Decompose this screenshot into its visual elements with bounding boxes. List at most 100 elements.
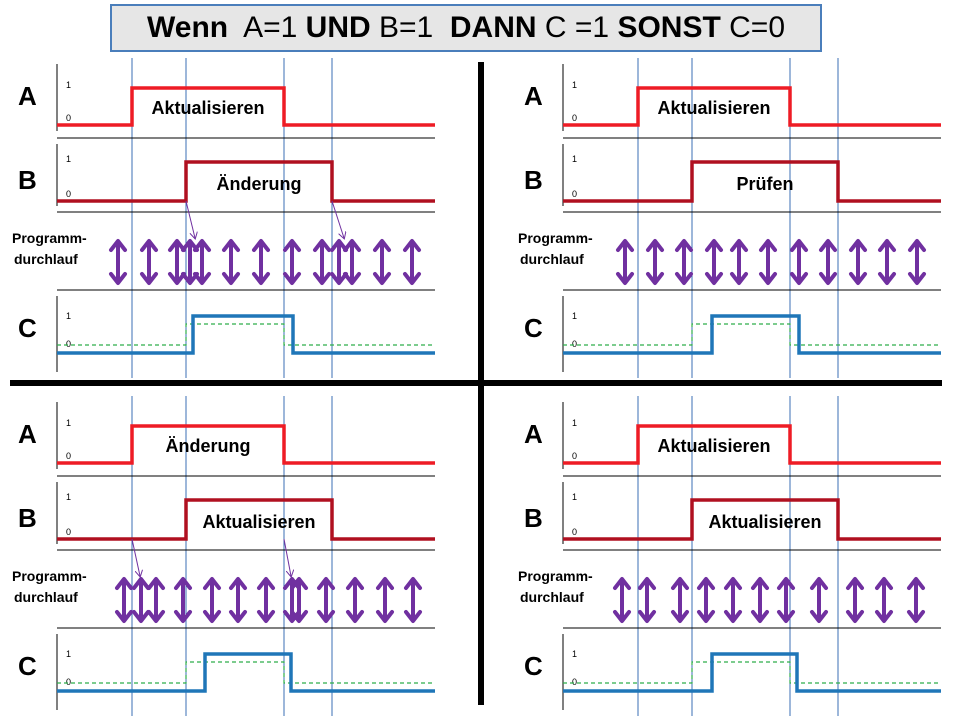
tick-high-label: 1 (66, 649, 71, 659)
signal-a-label: A (18, 419, 37, 449)
program-cycle-arrow (168, 272, 186, 285)
tick-low-label: 0 (572, 113, 577, 123)
program-cycle-arrow (705, 239, 723, 252)
program-cycle-arrow (810, 610, 828, 623)
program-cycle-arrow (790, 239, 808, 252)
signal-b-state-label: Aktualisieren (202, 512, 315, 532)
program-cycle-arrow (283, 610, 301, 623)
program-cycle-arrow (147, 577, 165, 590)
program-cycle-arrow (317, 577, 335, 590)
signal-a-label: A (524, 419, 543, 449)
tick-low-label: 0 (66, 339, 71, 349)
program-cycle-arrow (675, 272, 693, 285)
signal-c-waveform (57, 652, 435, 693)
expected-c-waveform (57, 323, 435, 346)
program-cycle-label: Programm- (518, 568, 593, 584)
signal-c-waveform (57, 314, 435, 355)
program-cycle-arrow (252, 272, 270, 285)
program-cycle-arrow (140, 272, 158, 285)
title-part: C=0 (720, 11, 786, 44)
program-cycle-arrow (404, 610, 422, 623)
program-cycle-arrow (346, 610, 364, 623)
signal-b-label: B (18, 503, 37, 533)
program-cycle-arrow (222, 239, 240, 252)
program-cycle-arrow (777, 577, 795, 590)
program-cycle-arrow (290, 577, 308, 590)
signal-b-waveform (57, 160, 435, 203)
tick-low-label: 0 (572, 451, 577, 461)
program-cycle-arrow (174, 577, 192, 590)
tick-high-label: 1 (572, 492, 577, 502)
tick-high-label: 1 (66, 80, 71, 90)
title-part: A=1 (228, 11, 306, 44)
program-cycle-arrow (257, 577, 275, 590)
program-cycle-arrow (283, 272, 301, 285)
program-cycle-arrow (252, 239, 270, 252)
program-cycle-arrow (132, 577, 150, 590)
program-cycle-arrow (373, 272, 391, 285)
tick-high-label: 1 (66, 154, 71, 164)
trigger-line (331, 200, 344, 238)
trigger-line (185, 200, 195, 238)
tick-low-label: 0 (572, 527, 577, 537)
signal-a-label: A (18, 81, 37, 111)
tick-low-label: 0 (572, 339, 577, 349)
program-cycle-arrow (290, 610, 308, 623)
title-part: Wenn (146, 11, 229, 44)
program-cycle-arrow (810, 577, 828, 590)
tick-low-label: 0 (66, 113, 71, 123)
signal-c-label: C (524, 313, 543, 343)
program-cycle-arrow (638, 610, 656, 623)
program-cycle-label: Programm- (518, 230, 593, 246)
signal-c-waveform (563, 314, 941, 355)
program-cycle-arrow (404, 577, 422, 590)
tick-low-label: 0 (572, 189, 577, 199)
trigger-line (283, 538, 291, 576)
program-cycle-arrow (203, 610, 221, 623)
signal-b-waveform (563, 498, 941, 541)
program-cycle-arrow (908, 239, 926, 252)
title-part: B=1 (370, 11, 450, 44)
program-cycle-arrow (790, 272, 808, 285)
signal-a-waveform (57, 424, 435, 465)
title-part: UND (305, 11, 371, 44)
signal-b-state-label: Prüfen (736, 174, 793, 194)
program-cycle-arrow (675, 239, 693, 252)
program-cycle-arrow (168, 239, 186, 252)
tick-high-label: 1 (572, 418, 577, 428)
program-cycle-arrow (115, 610, 133, 623)
signal-a-waveform (563, 86, 941, 127)
program-cycle-arrow (777, 610, 795, 623)
signal-c-waveform (563, 652, 941, 693)
program-cycle-arrow (109, 239, 127, 252)
tick-high-label: 1 (66, 311, 71, 321)
signal-a-waveform (563, 424, 941, 465)
tick-low-label: 0 (66, 451, 71, 461)
program-cycle-arrow (759, 239, 777, 252)
title-part: SONST (617, 11, 721, 44)
program-cycle-label: Programm- (12, 230, 87, 246)
program-cycle-label: durchlauf (14, 251, 78, 267)
program-cycle-arrow (819, 239, 837, 252)
program-cycle-arrow (203, 577, 221, 590)
program-cycle-label: durchlauf (520, 589, 584, 605)
program-cycle-arrow (646, 272, 664, 285)
title-banner: Wenn A=1 UND B=1 DANN C =1 SONST C=0 (110, 4, 822, 52)
signal-c-label: C (18, 651, 37, 681)
program-cycle-arrow (849, 239, 867, 252)
program-cycle-arrow (730, 272, 748, 285)
tick-low-label: 0 (66, 527, 71, 537)
program-cycle-arrow (317, 610, 335, 623)
program-cycle-arrow (115, 577, 133, 590)
program-cycle-arrow (697, 610, 715, 623)
program-cycle-arrow (346, 577, 364, 590)
program-cycle-arrow (616, 239, 634, 252)
expected-c-waveform (57, 661, 435, 684)
signal-b-label: B (524, 503, 543, 533)
signal-b-label: B (18, 165, 37, 195)
program-cycle-arrow (730, 239, 748, 252)
program-cycle-arrow (613, 577, 631, 590)
title-part: DANN (449, 11, 537, 44)
program-cycle-arrow (313, 272, 331, 285)
